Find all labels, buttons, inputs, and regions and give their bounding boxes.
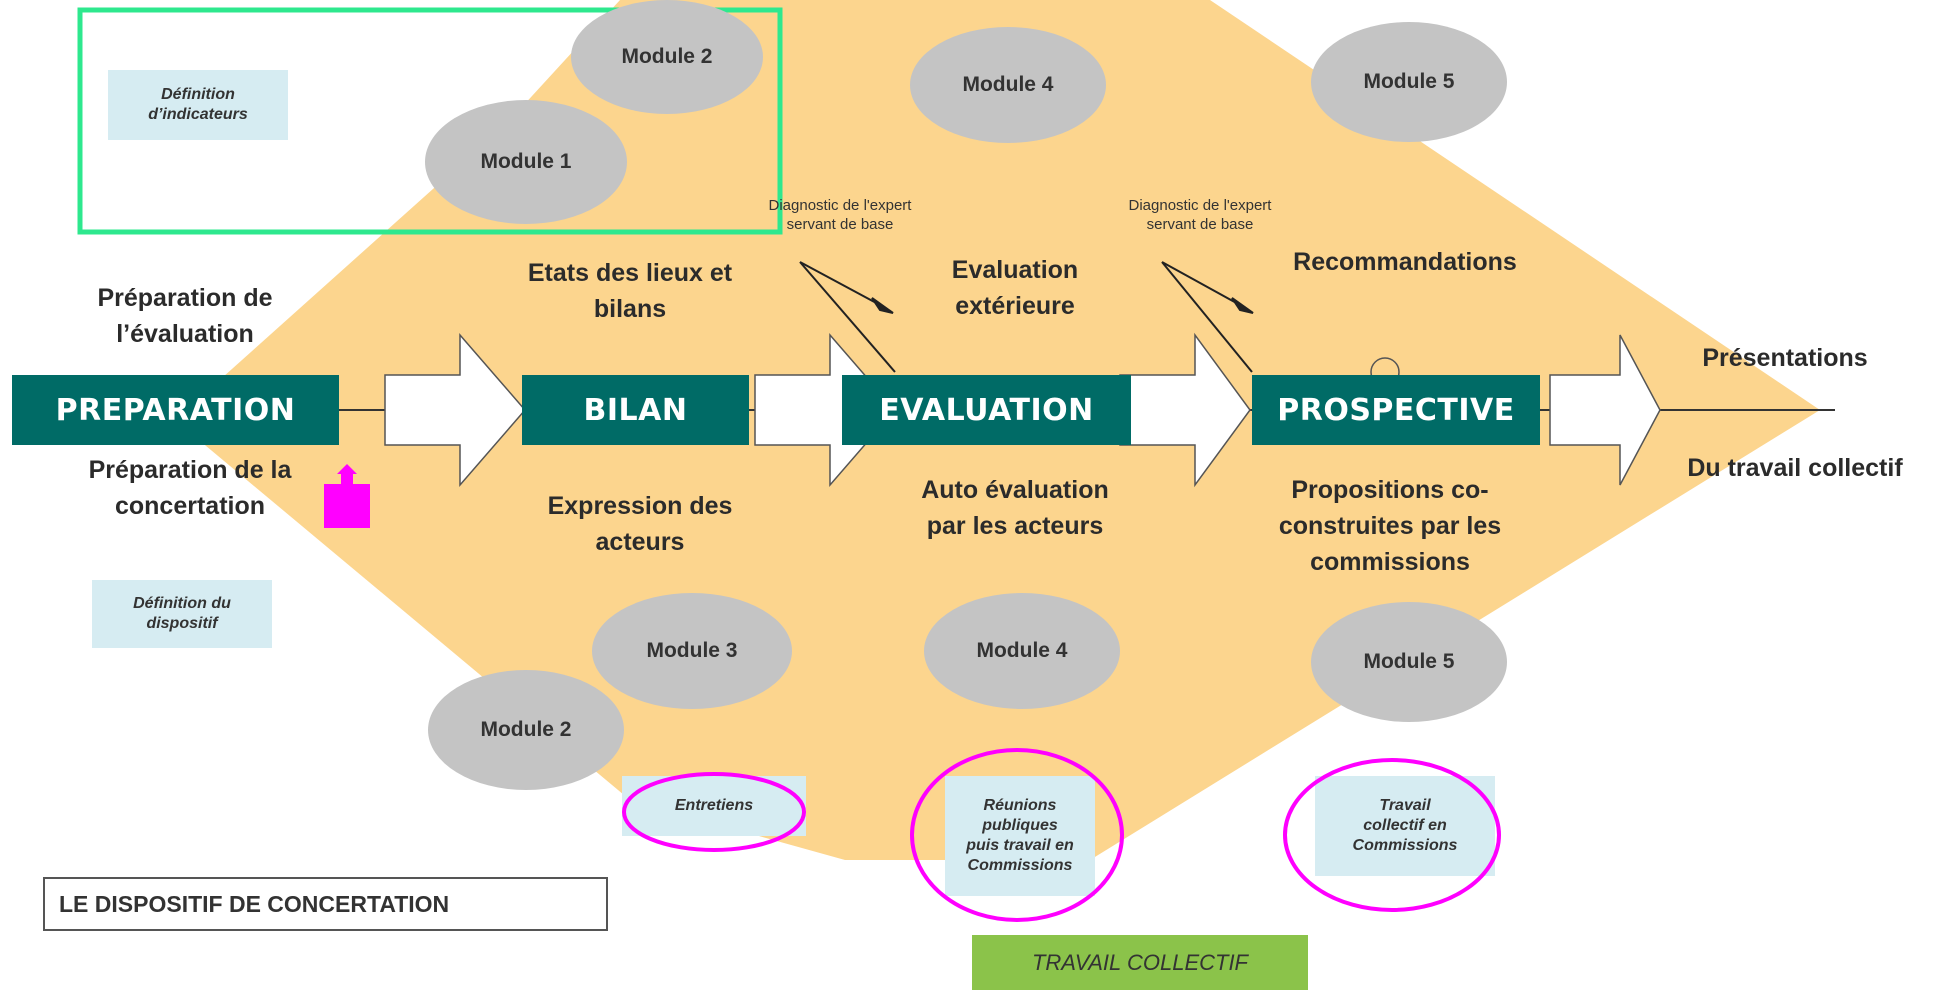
module-bottom-3-label: Module 3 — [646, 639, 738, 662]
green-highlight-frame — [77, 7, 783, 235]
label-line: acteurs — [595, 528, 685, 556]
module-bottom-5-label: Module 5 — [1363, 650, 1455, 673]
label-evaluation-exterieure: Evaluation extérieure — [890, 252, 1140, 324]
module-ellipse-bottom-3 — [592, 593, 792, 709]
note-reunions-publiques: Réunions publiques puis travail en Commi… — [945, 776, 1095, 896]
flow-arrow-1 — [384, 332, 526, 488]
note-line: d’indicateurs — [148, 106, 248, 123]
label-recommandations: Recommandations — [1255, 244, 1555, 280]
phase-preparation: PREPARATION — [12, 375, 339, 445]
note-line: Commissions — [1352, 837, 1458, 854]
label-line: Recommandations — [1293, 248, 1517, 276]
flow-arrow-4 — [1549, 334, 1661, 486]
label-line: Préparation de — [97, 284, 273, 312]
label-line: Présentations — [1702, 344, 1868, 372]
label-line: extérieure — [955, 292, 1075, 320]
label-etats-des-lieux: Etats des lieux et bilans — [480, 255, 780, 327]
diagnostic-note-2-line-1: Diagnostic de l'expert — [1128, 197, 1272, 214]
label-line: Du travail collectif — [1687, 454, 1903, 482]
phase-bilan: BILAN — [522, 375, 749, 445]
label-line: bilans — [593, 295, 667, 323]
travail-collectif-bar: TRAVAIL COLLECTIF — [972, 935, 1308, 990]
diagnostic-note-2: Diagnostic de l'expert servant de base — [1090, 196, 1310, 234]
note-definition-indicateurs: Définition d’indicateurs — [108, 70, 288, 140]
label-line: concertation — [114, 492, 266, 520]
note-line: Entretiens — [674, 797, 754, 814]
module-ellipse-top-1 — [425, 100, 627, 224]
phase-evaluation: EVALUATION — [842, 375, 1131, 445]
note-definition-dispositif: Définition du dispositif — [92, 580, 272, 648]
label-line: Etats des lieux et — [527, 259, 733, 287]
phase-prospective: PROSPECTIVE — [1252, 375, 1540, 445]
module-bottom-2-label: Module 2 — [480, 718, 572, 741]
module-top-4-label: Module 4 — [962, 73, 1054, 96]
label-line: Préparation de la — [88, 456, 292, 484]
label-line: Evaluation — [951, 256, 1079, 284]
label-line: l’évaluation — [116, 320, 254, 348]
label-line: par les acteurs — [926, 512, 1104, 540]
label-auto-evaluation: Auto évaluation par les acteurs — [885, 472, 1145, 544]
label-line: commissions — [1310, 548, 1470, 576]
label-line: construites par les — [1278, 512, 1502, 540]
diagnostic-note-1-line-2: servant de base — [786, 216, 894, 233]
highlight-entretiens — [622, 772, 806, 852]
diagnostic-note-2-line-2: servant de base — [1146, 216, 1254, 233]
diagnostic-note-1: Diagnostic de l'expert servant de base — [730, 196, 950, 234]
label-line: Expression des — [547, 492, 733, 520]
highlight-reunions — [910, 748, 1124, 922]
label-presentations: Présentations — [1650, 340, 1920, 376]
magenta-up-arrow — [324, 464, 370, 528]
label-travail-collectif: Du travail collectif — [1650, 450, 1940, 486]
module-top-5-label: Module 5 — [1363, 70, 1455, 93]
note-travail-collectif: Travail collectif en Commissions — [1315, 776, 1495, 876]
label-line: Propositions co- — [1291, 476, 1489, 504]
note-line: Réunions — [983, 797, 1057, 814]
module-ellipse-top-5 — [1311, 22, 1507, 142]
module-bottom-4-label: Module 4 — [976, 639, 1068, 662]
label-expression-acteurs: Expression des acteurs — [510, 488, 770, 560]
label-preparation-evaluation: Préparation de l’évaluation — [60, 280, 310, 352]
diagnostic-note-1-line-1: Diagnostic de l'expert — [768, 197, 912, 214]
note-line: puis travail en — [966, 837, 1074, 854]
module-ellipse-bottom-2 — [428, 670, 624, 790]
flow-arrow-3 — [1119, 332, 1251, 488]
module-ellipse-bottom-4 — [924, 593, 1120, 709]
highlight-travail — [1283, 758, 1501, 912]
note-line: collectif en — [1363, 817, 1447, 834]
diagnostic-arrow-2 — [1161, 261, 1254, 373]
flow-arrow-2 — [754, 332, 896, 488]
label-propositions: Propositions co- construites par les com… — [1250, 472, 1530, 580]
note-line: publiques — [982, 817, 1058, 834]
diagram-title: LE DISPOSITIF DE CONCERTATION — [43, 877, 608, 931]
module-ellipse-top-2 — [571, 0, 763, 114]
label-line: Auto évaluation — [921, 476, 1109, 504]
module-top-1-label: Module 1 — [480, 150, 572, 173]
label-preparation-concertation: Préparation de la concertation — [55, 452, 325, 524]
note-line: Travail — [1379, 797, 1431, 814]
module-top-2-label: Module 2 — [621, 45, 713, 68]
diagnostic-arrow-1 — [799, 261, 896, 373]
module-ellipse-bottom-5 — [1311, 602, 1507, 722]
note-line: Commissions — [967, 857, 1073, 874]
note-line: dispositif — [146, 615, 218, 632]
note-line: Définition du — [133, 595, 231, 612]
note-line: Définition — [161, 86, 235, 103]
module-ellipse-top-4 — [910, 27, 1106, 143]
